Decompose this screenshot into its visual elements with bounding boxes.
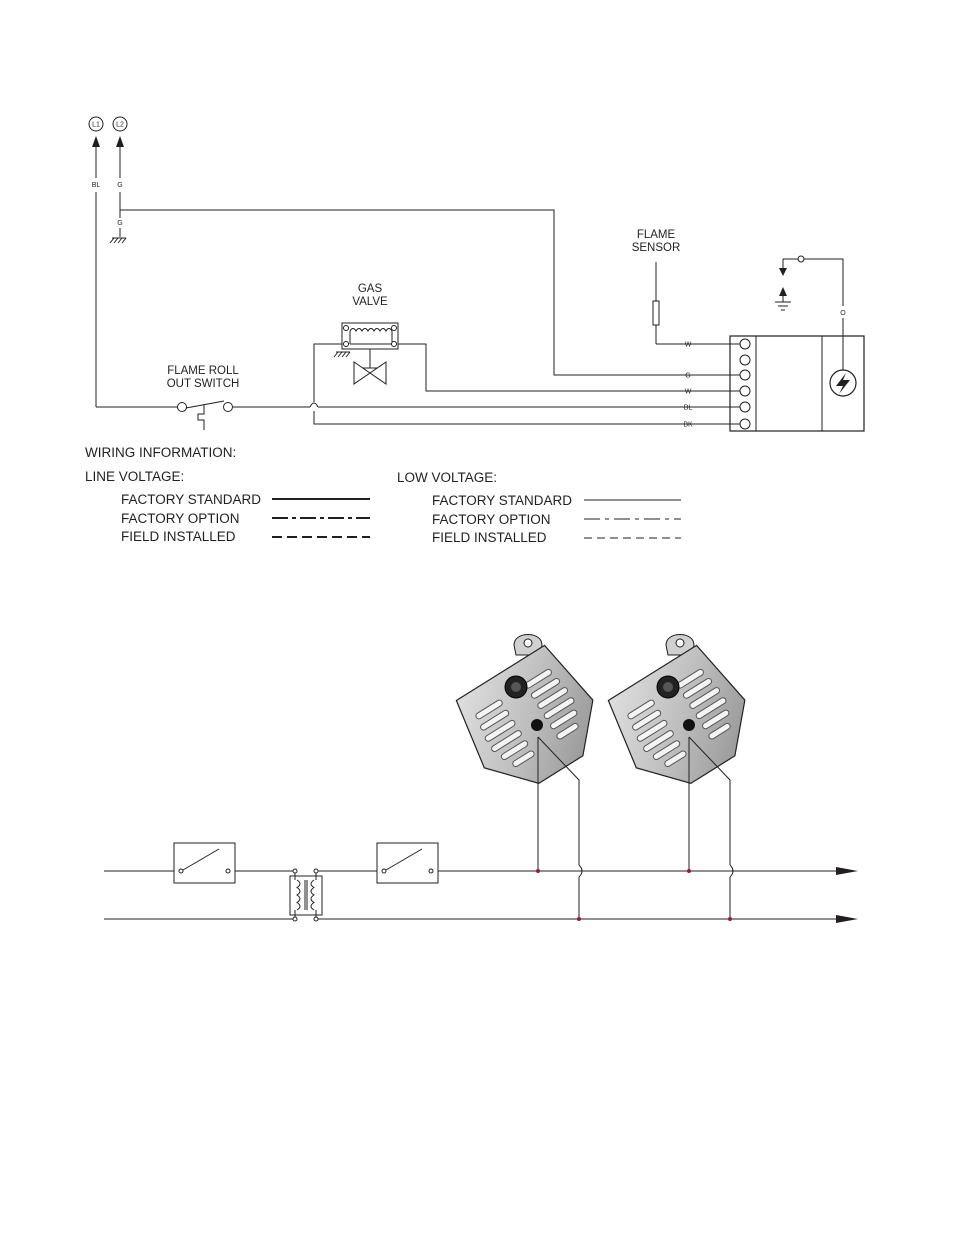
ground-icon <box>110 238 126 243</box>
arrow-icon <box>779 287 787 296</box>
line-voltage-heading: LINE VOLTAGE: <box>85 469 184 484</box>
flame-sensor-label-2: SENSOR <box>632 242 681 254</box>
infrared-heater-icon <box>446 635 615 804</box>
wire-code-g-module: G <box>685 373 690 380</box>
switch-icon <box>377 843 438 883</box>
wiring-information-legend: WIRING INFORMATION: LINE VOLTAGE: FACTOR… <box>85 445 681 545</box>
arrow-icon <box>116 136 124 147</box>
flame-sensor-label-1: FLAME <box>637 229 676 241</box>
line-factory-option-label: FACTORY OPTION <box>121 511 240 526</box>
gas-valve-label-1: GAS <box>358 283 383 295</box>
terminal-l2-label: L2 <box>116 122 124 129</box>
wire-code-g-ground: G <box>117 220 122 227</box>
flame-rollout-label-1: FLAME ROLL <box>167 365 239 377</box>
igniter-icon <box>830 370 856 396</box>
flame-rollout-label-2: OUT SWITCH <box>167 378 240 390</box>
wiring-info-title: WIRING INFORMATION: <box>85 445 236 460</box>
heater-wiring-diagram <box>104 635 858 924</box>
line-field-installed-label: FIELD INSTALLED <box>121 529 236 544</box>
low-voltage-heading: LOW VOLTAGE: <box>397 470 497 485</box>
infrared-heater-icon <box>598 635 767 804</box>
arrow-icon <box>779 268 787 276</box>
gas-valve-label-2: VALVE <box>352 296 388 308</box>
switch-icon <box>174 843 235 883</box>
flame-rollout-switch <box>178 401 233 430</box>
transformer-icon <box>290 869 322 921</box>
junction-dots <box>536 869 732 921</box>
wire-code-w-sensor: W <box>685 342 692 349</box>
terminal-l1: L1 <box>89 117 103 131</box>
line-factory-standard-label: FACTORY STANDARD <box>121 492 261 507</box>
wire-code-o-igniter: O <box>840 310 846 317</box>
low-factory-option-label: FACTORY OPTION <box>432 512 551 527</box>
low-field-installed-label: FIELD INSTALLED <box>432 530 547 545</box>
ground-icon <box>775 296 791 310</box>
gas-valve <box>334 323 398 384</box>
wire-code-bl-module: BL <box>684 405 693 412</box>
wire-code-bl: BL <box>92 182 101 189</box>
control-schematic: L1 L2 BL G G FLAME SENSOR <box>89 117 864 431</box>
terminal-l2: L2 <box>113 117 127 131</box>
flame-sensor <box>653 262 724 344</box>
low-factory-standard-label: FACTORY STANDARD <box>432 493 572 508</box>
wire-code-g: G <box>117 182 122 189</box>
arrow-icon <box>836 915 858 923</box>
wire-code-w-valve: W <box>685 389 692 396</box>
terminal-l1-label: L1 <box>92 122 100 129</box>
wire-code-bk-module: BK <box>683 422 693 429</box>
arrow-icon <box>92 136 100 147</box>
ground-icon <box>334 352 350 357</box>
arrow-icon <box>836 867 858 875</box>
